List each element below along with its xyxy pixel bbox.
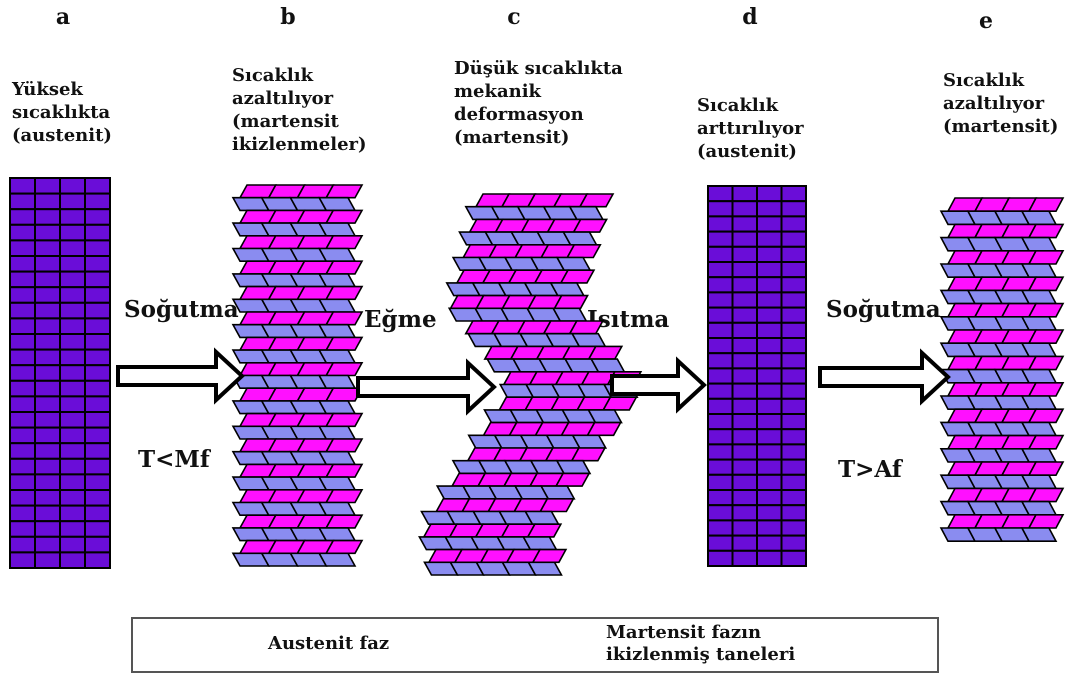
panel-e-caption: Sıcaklık azaltılıyor (martensit) xyxy=(943,70,1059,137)
panel-d-caption: Sıcaklık arttırılıyor (austenit) xyxy=(697,95,804,162)
arrow-heating xyxy=(610,356,707,414)
legend-martensite-label: Martensit fazın ikizlenmiş taneleri xyxy=(606,622,796,665)
panel-a-letter: a xyxy=(55,4,71,30)
arrow-cooling-1 xyxy=(116,347,245,405)
legend-box: Austenit faz Martensit fazın ikizlenmiş … xyxy=(131,617,939,673)
panel-c-caption: Düşük sıcaklıkta mekanik deformasyon (ma… xyxy=(454,58,623,148)
panel-a-austenite-block xyxy=(9,177,111,570)
step-4-label: Soğutma xyxy=(826,296,941,323)
panel-b-letter: b xyxy=(280,4,296,30)
panel-e-letter: e xyxy=(979,8,993,34)
panel-c-letter: c xyxy=(507,4,521,30)
step-4-condition: T>Af xyxy=(838,456,902,483)
panel-d-letter: d xyxy=(742,4,758,30)
step-2-label: Eğme xyxy=(364,306,437,333)
legend-austenite-label: Austenit faz xyxy=(268,633,390,654)
panel-a-caption: Yüksek sıcaklıkta (austenit) xyxy=(12,79,112,146)
panel-b-martensite-block xyxy=(231,184,364,567)
arrow-cooling-2 xyxy=(818,348,951,406)
panel-c-deformed-martensite xyxy=(418,193,643,576)
step-1-condition: T<Mf xyxy=(138,446,210,473)
panel-b-caption: Sıcaklık azaltılıyor (martensit ikizlenm… xyxy=(232,65,367,155)
step-3-label: Isıtma xyxy=(587,306,670,333)
arrow-bending xyxy=(356,358,497,416)
panel-e-martensite-block xyxy=(939,197,1065,543)
step-1-label: Soğutma xyxy=(124,296,239,323)
panel-d-austenite-block xyxy=(707,185,807,567)
